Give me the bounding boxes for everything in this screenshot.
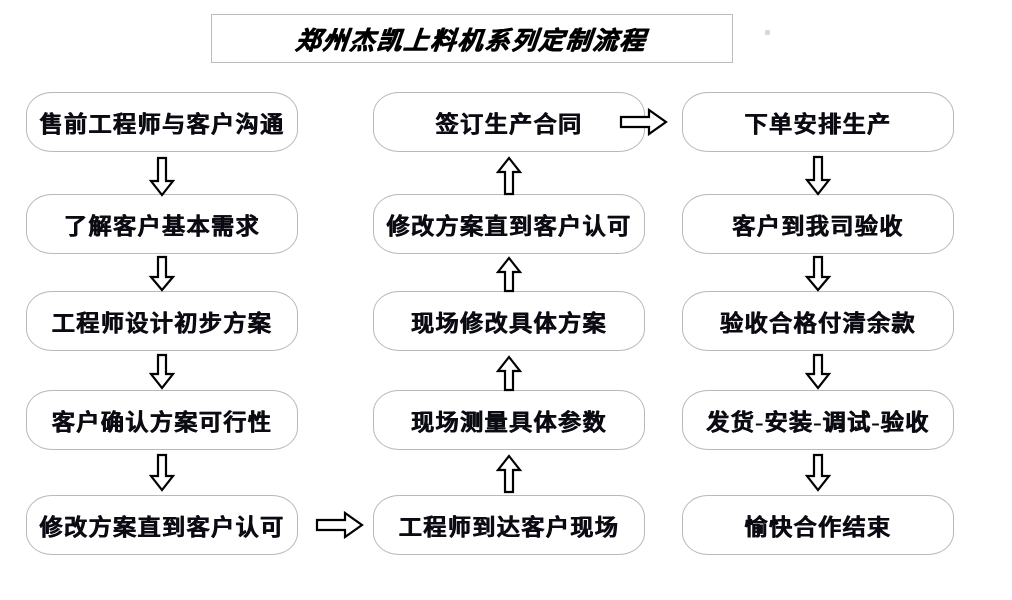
flow-node-label: 愉快合作结束: [744, 515, 892, 540]
arrow-right-icon: [619, 107, 668, 137]
flow-node-label: 工程师到达客户现场: [398, 515, 620, 540]
arrow-down-icon: [804, 155, 832, 196]
flow-node-ship-install-debug-accept[interactable]: 发货-安装-调试-验收: [682, 390, 954, 450]
arrow-up-icon: [495, 355, 523, 395]
decorative-speck: [765, 30, 770, 35]
flow-node-label: 售前工程师与客户沟通: [39, 112, 285, 137]
arrow-down-icon: [148, 255, 176, 296]
flow-node-engineer-initial-design[interactable]: 工程师设计初步方案: [26, 291, 298, 351]
flow-node-label: 验收合格付清余款: [720, 311, 916, 336]
flow-node-pay-balance-after-acceptance[interactable]: 验收合格付清余款: [682, 291, 954, 351]
page-title: 郑州杰凯上料机系列定制流程: [294, 27, 649, 55]
arrow-down-icon: [148, 156, 176, 197]
flow-node-onsite-revise-plan[interactable]: 现场修改具体方案: [373, 291, 645, 351]
flow-node-label: 下单安排生产: [744, 112, 892, 137]
flow-node-label: 修改方案直到客户认可: [386, 214, 632, 239]
arrow-up-icon: [495, 156, 523, 196]
flow-node-revise-until-approved-c1[interactable]: 修改方案直到客户认可: [26, 495, 298, 555]
arrow-down-icon: [148, 453, 176, 494]
flow-node-onsite-measure-parameters[interactable]: 现场测量具体参数: [373, 390, 645, 450]
flow-node-label: 现场修改具体方案: [411, 311, 607, 336]
arrow-right-icon: [315, 510, 364, 540]
flow-node-label: 客户到我司验收: [732, 214, 904, 239]
arrow-up-icon: [495, 256, 523, 296]
flow-node-engineer-arrives-onsite[interactable]: 工程师到达客户现场: [373, 495, 645, 555]
flow-node-sales-engineer-communication[interactable]: 售前工程师与客户沟通: [26, 92, 298, 152]
flow-node-label: 签订生产合同: [435, 112, 583, 137]
flow-node-label: 工程师设计初步方案: [51, 311, 273, 336]
arrow-down-icon: [148, 353, 176, 394]
arrow-up-icon: [495, 454, 523, 494]
flow-node-understand-basic-needs[interactable]: 了解客户基本需求: [26, 194, 298, 254]
flow-node-revise-until-approved-c2[interactable]: 修改方案直到客户认可: [373, 194, 645, 254]
flow-node-label: 客户确认方案可行性: [51, 410, 273, 435]
arrow-down-icon: [804, 255, 832, 296]
flow-node-label: 现场测量具体参数: [411, 410, 607, 435]
flow-node-happy-cooperation-end[interactable]: 愉快合作结束: [682, 495, 954, 555]
flow-node-label: 了解客户基本需求: [64, 214, 260, 239]
chart-title-box: 郑州杰凯上料机系列定制流程: [211, 14, 733, 63]
flow-node-customer-confirm-feasibility[interactable]: 客户确认方案可行性: [26, 390, 298, 450]
arrow-down-icon: [804, 453, 832, 494]
flow-node-label: 发货-安装-调试-验收: [706, 410, 930, 435]
flow-node-sign-production-contract[interactable]: 签订生产合同: [373, 92, 645, 152]
flow-node-label: 修改方案直到客户认可: [39, 515, 285, 540]
arrow-down-icon: [804, 353, 832, 394]
flow-node-customer-inspection-at-our-company[interactable]: 客户到我司验收: [682, 194, 954, 254]
flow-node-place-order-arrange-production[interactable]: 下单安排生产: [682, 92, 954, 152]
